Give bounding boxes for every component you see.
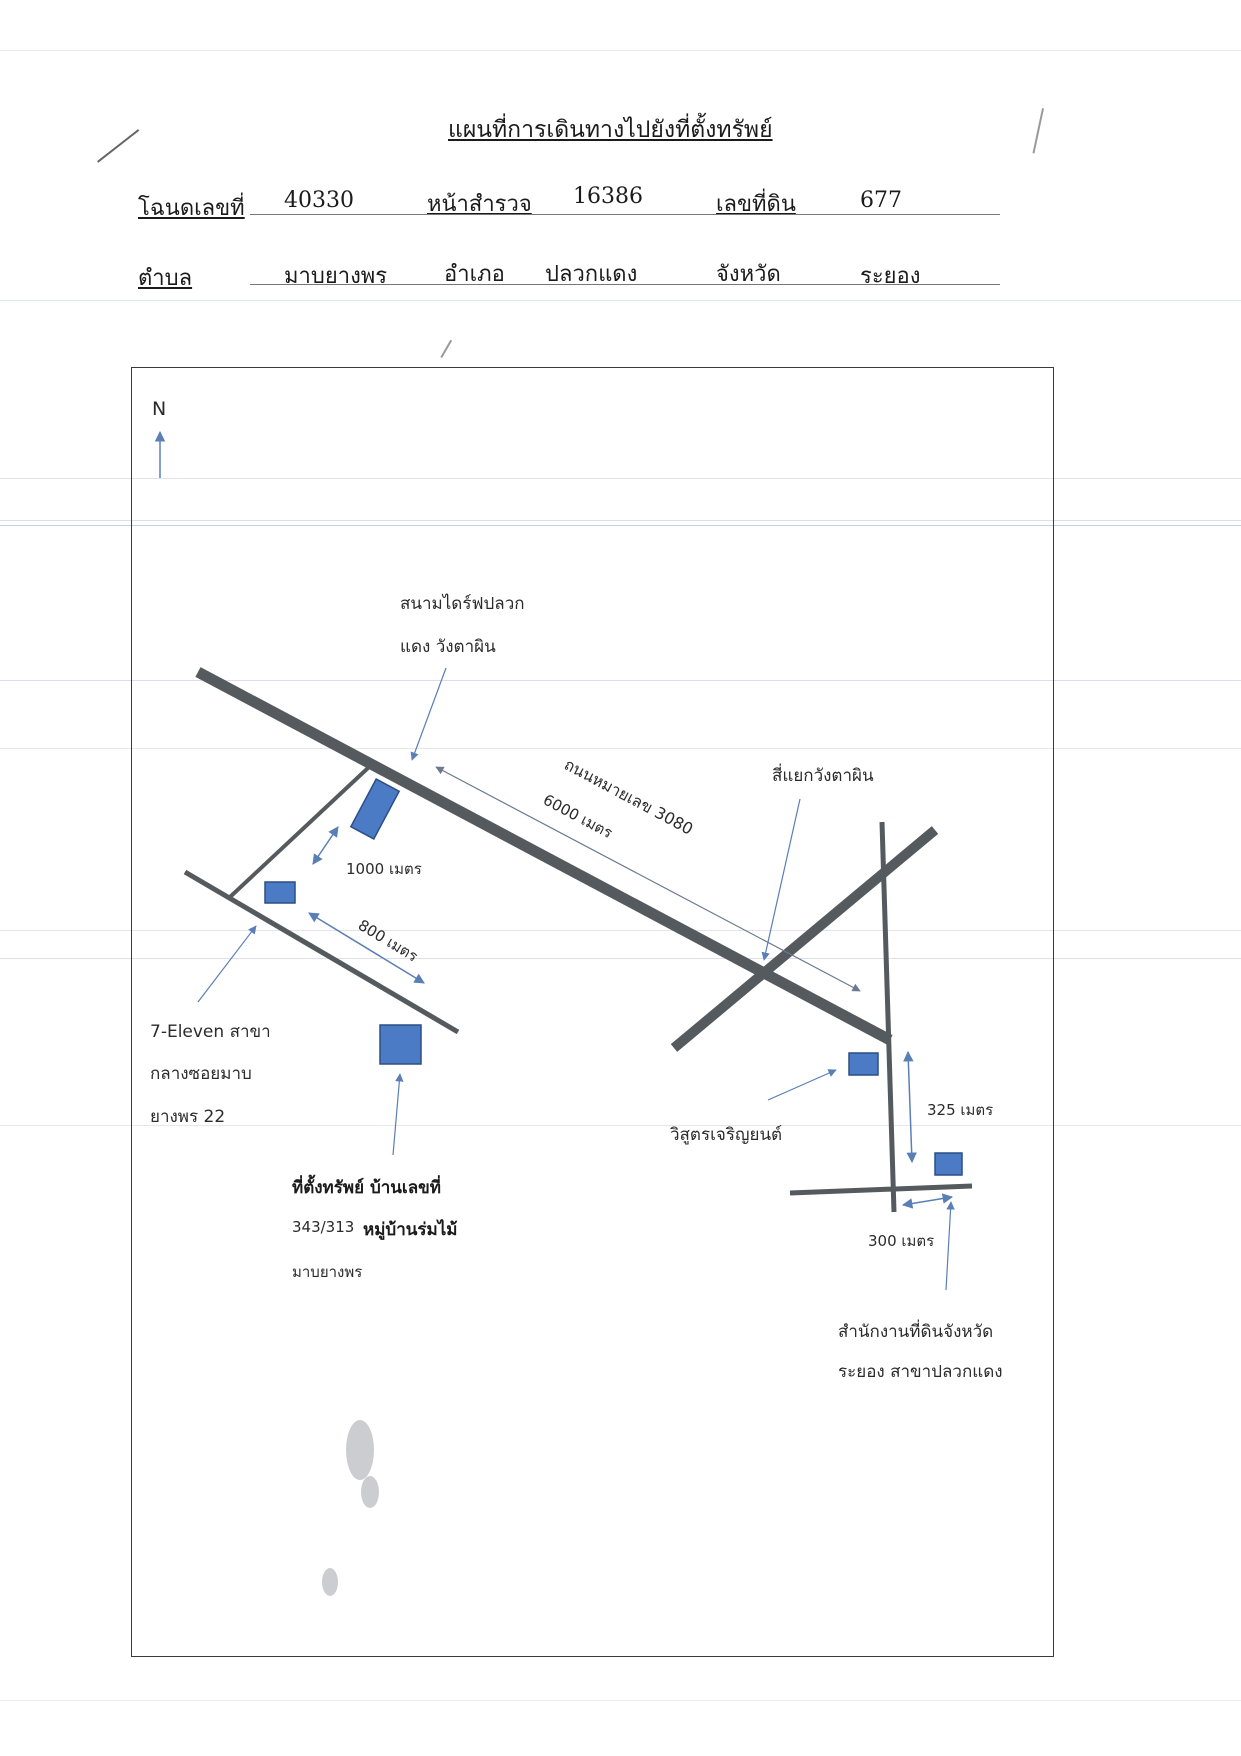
distance-325-arrow [903,1050,917,1164]
racetrack-pointer [410,667,447,761]
racetrack-label-line1: สนามไดร์ฟปลวก [400,594,525,614]
scan-smudge [322,1420,379,1596]
land-number-value: 677 [860,188,902,213]
distance-800-arrow [308,912,425,984]
distance-1000-arrow [312,826,339,865]
distance-6000-label: 6000 เมตร [540,791,615,842]
seven-eleven-pointer [197,925,257,1003]
scan-line [0,300,1241,301]
distance-300-label: 300 เมตร [868,1232,935,1250]
dealer-pointer [767,1069,837,1101]
racetrack-label-line2: แดง วังตาผิน [400,637,496,657]
land-number-label: เลขที่ดิน [716,192,796,217]
seven-eleven-label-line3: ยางพร 22 [150,1107,226,1127]
scan-line [0,478,1241,479]
province-label: จังหวัด [716,262,781,287]
header-rule [250,284,1000,285]
district-label: อำเภอ [444,262,505,287]
racetrack-building [349,778,401,840]
scan-line [0,520,1241,521]
distance-800-label: 800 เมตร [355,916,421,966]
survey-page-value: 16386 [573,184,643,209]
page-title: แผนที่การเดินทางไปยังที่ตั้งทรัพย์ [448,117,773,143]
subdistrict-label: ตำบล [138,266,193,291]
scan-line [0,525,1241,526]
district-value: ปลวกแดง [545,262,638,287]
land-office-building [934,1152,963,1176]
cross-road [670,826,939,1052]
scan-line [0,748,1241,749]
intersection-pointer [761,798,801,961]
distance-1000-label: 1000 เมตร [346,860,422,878]
property-house-number: 343/313 [292,1218,355,1236]
land-office-road [789,1183,973,1196]
seven-eleven-label-line2: กลางซอยมาบ [150,1064,252,1084]
property-village-name: หมู่บ้านร่มไม้ [363,1220,458,1240]
header-rule [250,214,1000,215]
intersection-label: สี่แยกวังตาผิน [772,766,874,786]
dealer-label: วิสูตรเจริญยนต์ [670,1125,783,1145]
scan-line [0,680,1241,681]
scan-line [0,1700,1241,1701]
property-label-line1: ที่ตั้งทรัพย์ บ้านเลขที่ [292,1178,441,1198]
land-office-label-line2: ระยอง สาขาปลวกแดง [838,1362,1003,1382]
distance-325-label: 325 เมตร [927,1101,994,1119]
property-label-line3: มาบยางพร [292,1263,363,1281]
scan-line [0,1125,1241,1126]
land-office-label-line1: สำนักงานที่ดินจังหวัด [838,1322,994,1342]
seven-eleven-label-line1: 7-Eleven สาขา [150,1022,271,1042]
property-building [379,1024,422,1065]
distance-6000-arrow [435,766,861,992]
side-road-east [879,821,897,1213]
map-frame [131,367,1054,1657]
connector-road [228,766,370,899]
land-office-pointer [945,1201,955,1291]
property-pointer [392,1073,404,1156]
dealer-building [848,1052,879,1076]
north-label: N [152,398,167,420]
distance-300-arrow [901,1193,954,1209]
deed-number-value: 40330 [284,188,354,213]
scan-line [0,50,1241,51]
seven-eleven-building [264,881,296,904]
deed-number-label: โฉนดเลขที่ [138,196,245,221]
main-road-3080 [195,667,893,1045]
survey-page-label: หน้าสำรวจ [427,192,532,217]
